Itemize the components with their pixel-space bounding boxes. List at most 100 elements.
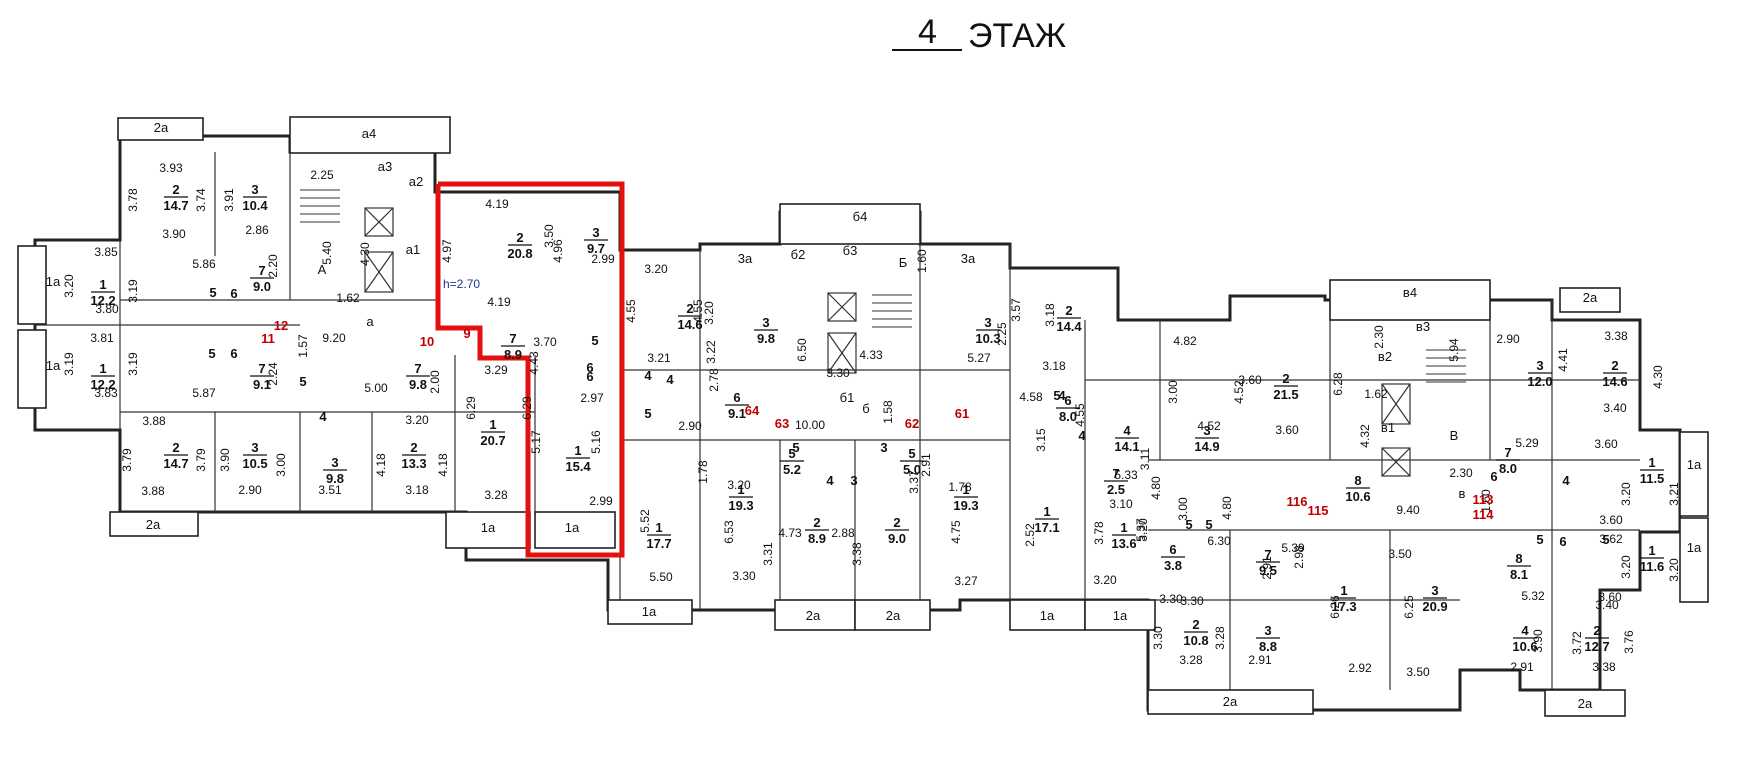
room-area: 9.0 [888, 531, 906, 546]
balcony [779, 203, 921, 245]
room-label: 117.7 [646, 520, 671, 551]
red-room-label: 12 [274, 318, 288, 333]
room-number: 2 [813, 515, 820, 530]
aux-room-number: 4 [826, 473, 834, 488]
dimension-label: 3.74 [194, 188, 208, 212]
room-area: 14.4 [1056, 319, 1082, 334]
room-area: 19.3 [953, 498, 978, 513]
room-number: 4 [1521, 623, 1529, 638]
room-number: 1 [1648, 455, 1655, 470]
dimension-label: 3.51 [318, 483, 342, 497]
dimension-label: 3.00 [1176, 497, 1190, 521]
corridor-tag: б [862, 401, 869, 416]
dimension-label: 3.38 [1604, 329, 1628, 343]
dimension-label: 3.18 [1042, 359, 1066, 373]
dimension-label: 3.88 [141, 484, 165, 498]
aux-room-number: 5 [1053, 388, 1060, 403]
dimension-label: 3.31 [761, 542, 775, 566]
room-number: 7 [258, 361, 265, 376]
aux-room-number: 3 [880, 440, 887, 455]
space-tag: 2а [886, 608, 901, 623]
height-note: h=2.70 [443, 277, 480, 291]
room-number: 7 [1264, 547, 1271, 562]
elevator-shaft [1381, 383, 1411, 425]
dimension-label: 2.00 [428, 370, 442, 394]
corridor-length: 9.40 [1396, 503, 1420, 517]
space-tag: 2а [146, 517, 161, 532]
room-label: 68.0 [1056, 393, 1080, 424]
dimension-label: 3.78 [126, 188, 140, 212]
room-area: 12.7 [1584, 639, 1609, 654]
space-tag: а3 [378, 159, 392, 174]
room-label: 214.6 [1602, 358, 1627, 389]
space-tag: 1а [481, 520, 496, 535]
dimension-label: 4.33 [859, 348, 883, 362]
room-label: 111.6 [1640, 543, 1665, 574]
dimension-label: 3.20 [405, 413, 429, 427]
aux-room-number: 5 [644, 406, 651, 421]
dimension-label: 2.92 [1348, 661, 1372, 675]
room-label: 810.6 [1345, 473, 1370, 504]
red-room-label: 9 [463, 326, 470, 341]
room-area: 17.1 [1034, 520, 1059, 535]
aux-room-number: 5 [1185, 517, 1192, 532]
room-label: 117.1 [1034, 504, 1059, 535]
room-number: 3 [251, 440, 258, 455]
dimension-label: 3.21 [1667, 482, 1681, 506]
space-tag: 1а [46, 358, 61, 373]
dimension-label: 3.30 [1151, 626, 1165, 650]
room-number: 1 [655, 520, 662, 535]
room-area: 8.9 [808, 531, 826, 546]
dimension-label: 3.79 [120, 448, 134, 472]
room-number: 2 [1192, 617, 1199, 632]
floor-title: 4 ЭТАЖ [892, 13, 1066, 55]
room-area: 10.4 [242, 198, 268, 213]
dimension-label: 3.88 [142, 414, 166, 428]
room-label: 55.2 [780, 446, 804, 477]
aux-room-number: 5 [591, 333, 598, 348]
room-area: 10.5 [242, 456, 267, 471]
room-label: 115.4 [565, 443, 591, 474]
balcony [774, 599, 856, 631]
aux-room-number: 4 [1078, 428, 1086, 443]
dimension-label: 3.93 [159, 161, 183, 175]
highlighted-apartment [435, 181, 625, 558]
room-number: 8 [1515, 551, 1522, 566]
balcony [1679, 517, 1709, 603]
room-label: 28.9 [805, 515, 829, 546]
room-number: 8 [1354, 473, 1361, 488]
room-label: 88.1 [1507, 551, 1531, 582]
dimension-label: 5.27 [967, 351, 991, 365]
aux-room-number: 4 [1058, 388, 1066, 403]
dimension-label: 4.80 [1220, 496, 1234, 520]
elevator-shaft [1381, 447, 1411, 477]
floor-label: ЭТАЖ [968, 17, 1066, 55]
room-area: 14.7 [163, 198, 188, 213]
space-tag: б3 [843, 243, 858, 258]
room-label: 119.3 [953, 482, 978, 513]
dimension-label: 4.41 [1556, 348, 1570, 372]
elevator-cross [1381, 447, 1411, 477]
dimension-label: 3.83 [94, 386, 118, 400]
dimension-label: 3.50 [1388, 547, 1412, 561]
dimension-label: 6.26 [1328, 595, 1342, 619]
space-tag: в1 [1381, 420, 1395, 435]
dimension-label: 3.80 [95, 302, 119, 316]
room-number: 3 [251, 182, 258, 197]
room-number: 7 [258, 263, 265, 278]
room-label: 111.5 [1640, 455, 1665, 486]
room-label: 79.1 [250, 361, 274, 392]
room-label: 210.8 [1183, 617, 1208, 648]
room-area: 20.8 [507, 246, 532, 261]
dimension-label: 3.81 [90, 331, 114, 345]
dimension-label: 2.30 [1372, 325, 1386, 349]
space-tag: 2а [154, 120, 169, 135]
elevator-shaft [364, 207, 394, 237]
corridor-length: 9.20 [322, 331, 346, 345]
room-label: 221.5 [1273, 371, 1298, 402]
space-tag: а1 [406, 242, 420, 257]
room-area: 11.6 [1640, 559, 1665, 574]
space-tag: 1а [46, 274, 61, 289]
